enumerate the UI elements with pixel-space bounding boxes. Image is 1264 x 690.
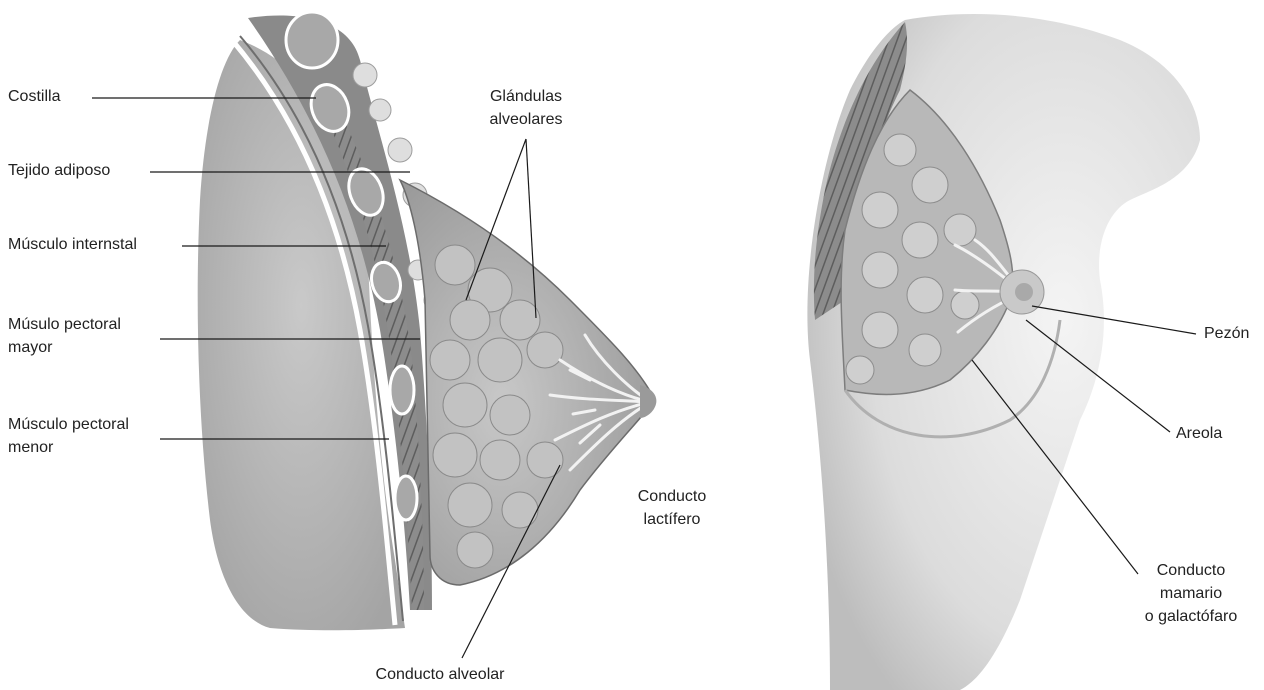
label-glandulas-line2: alveolares (476, 109, 576, 131)
label-tejido-adiposo: Tejido adiposo (8, 160, 110, 182)
label-areola: Areola (1176, 423, 1222, 445)
label-mamario-line2: mamario (1126, 583, 1256, 605)
label-pezon: Pezón (1204, 323, 1249, 345)
label-mamario-line3: o galactófaro (1126, 606, 1256, 628)
nipple-left (640, 385, 656, 418)
label-lactifero-line1: Conducto (622, 486, 722, 508)
label-conducto-alveolar: Conducto alveolar (360, 664, 520, 686)
sagittal-section (198, 12, 657, 630)
label-pectoral-mayor-line2: mayor (8, 337, 52, 359)
label-costilla: Costilla (8, 86, 60, 108)
nipple-shape (1015, 283, 1033, 301)
label-musculo-internstal: Músculo internstal (8, 234, 137, 256)
label-lactifero-line2: lactífero (622, 509, 722, 531)
label-pectoral-menor-line2: menor (8, 437, 53, 459)
label-pectoral-menor-line1: Músculo pectoral (8, 414, 129, 436)
label-pectoral-mayor-line1: Músulo pectoral (8, 314, 121, 336)
label-mamario-line1: Conducto (1126, 560, 1256, 582)
label-glandulas-line1: Glándulas (476, 86, 576, 108)
